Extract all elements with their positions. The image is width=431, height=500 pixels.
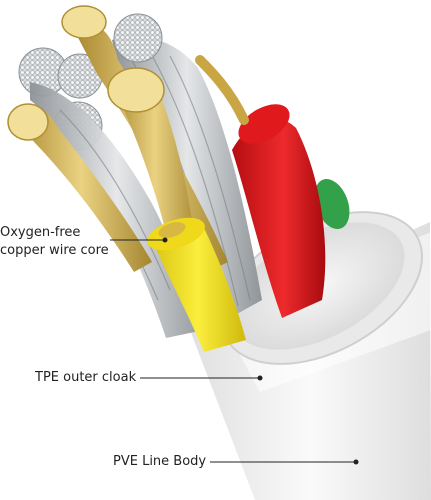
callout-copper-core-line2: copper wire core [0, 243, 109, 258]
callout-leaders [110, 237, 359, 465]
callout-copper-core-line1: Oxygen-free [0, 225, 81, 240]
green-conductor [314, 178, 350, 230]
callout-tpe-cloak: TPE outer cloak [35, 370, 137, 385]
yellow-insulated-wire [147, 217, 246, 352]
callout-pve-body: PVE Line Body [113, 454, 207, 469]
callout-copper-core: Oxygen-free copper wire core [0, 224, 109, 260]
red-insulated-wire [232, 104, 326, 319]
